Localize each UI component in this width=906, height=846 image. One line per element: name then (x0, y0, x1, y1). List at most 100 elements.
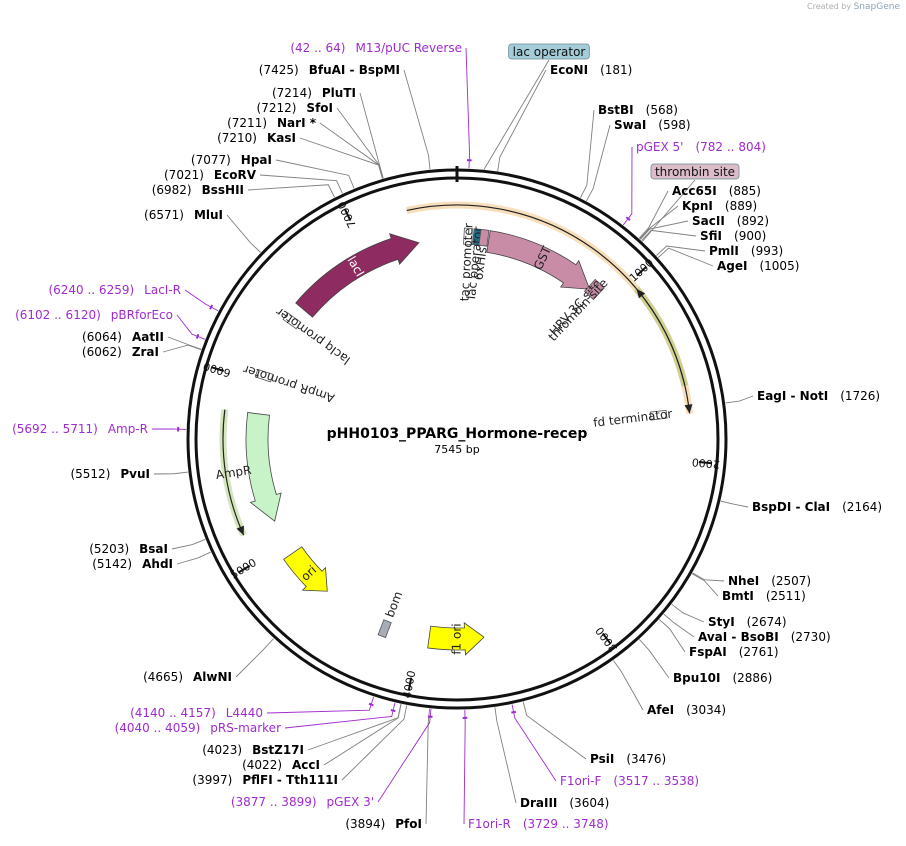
enzyme-site-alwni[interactable]: AlwNI(4665) (143, 670, 232, 684)
enzyme-site-bfuai-bspmi[interactable]: BfuAI - BspMI(7425) (259, 63, 400, 77)
feature-thrombin-site[interactable] (586, 281, 605, 301)
primer-f1ori-r[interactable]: F1ori-R(3729 .. 3748) (468, 817, 609, 831)
leader-line (639, 220, 689, 240)
primer-laci-r[interactable]: LacI-R(6240 .. 6259) (48, 283, 181, 297)
feature-ampr[interactable] (245, 412, 282, 522)
credit-prefix: Created by (807, 2, 852, 11)
leader-line (671, 603, 705, 623)
enzyme-position: (598) (658, 118, 690, 132)
feature-label-fd-terminator: fd terminator (593, 407, 674, 430)
enzyme-site-nhei[interactable]: NheI(2507) (728, 574, 811, 588)
primer-l4440[interactable]: L4440(4140 .. 4157) (130, 706, 263, 720)
backbone (186, 166, 728, 710)
enzyme-site-pflfi-tth111i[interactable]: PflFI - Tth111I(3997) (192, 773, 338, 787)
enzyme-site-pfoi[interactable]: PfoI(3894) (345, 817, 422, 831)
enzyme-site-acci[interactable]: AccI(4022) (242, 758, 320, 772)
snapgene-credit: Created by SnapGene (807, 2, 900, 12)
primer-pgex-3[interactable]: pGEX 3'(3877 .. 3899) (231, 795, 374, 809)
enzyme-site-agei[interactable]: AgeI(1005) (717, 259, 799, 273)
leader-line (658, 619, 686, 653)
leader-line (639, 205, 679, 240)
enzyme-site-bstz17i[interactable]: BstZ17I(4023) (202, 743, 304, 757)
enzyme-site-sfoi[interactable]: SfoI(7212) (257, 101, 333, 115)
primer-amp-r[interactable]: Amp-R(5692 .. 5711) (12, 422, 148, 436)
enzyme-site-pmli[interactable]: PmlI(993) (709, 244, 783, 258)
primer-prs-marker[interactable]: pRS-marker(4040 .. 4059) (115, 721, 281, 735)
enzyme-site-bspdi-clai[interactable]: BspDI - ClaI(2164) (752, 500, 882, 514)
enzyme-site-sacii[interactable]: SacII(892) (692, 214, 769, 228)
enzyme-name: AatII (132, 330, 164, 344)
enzyme-position: (3476) (626, 752, 666, 766)
enzyme-site-hpai[interactable]: HpaI (7077) (191, 153, 272, 167)
feature-ampr-promoter[interactable] (254, 368, 274, 383)
enzyme-site-acc65i[interactable]: Acc65I(885) (672, 184, 761, 198)
enzyme-site-bstbi[interactable]: BstBI (568) (598, 103, 678, 117)
leader-line (176, 551, 211, 565)
enzyme-site-eagi-noti[interactable]: EagI - NotI(1726) (757, 389, 880, 403)
enzyme-name: AvaI - BsoBI (698, 630, 779, 644)
enzyme-site-kpni[interactable]: KpnI(889) (682, 199, 757, 213)
enzyme-site-draiii[interactable]: DraIII(3604) (520, 796, 609, 810)
enzyme-name: AhdI (142, 557, 173, 571)
feature-6xhis[interactable] (478, 228, 490, 247)
enzyme-site-ecorv[interactable]: EcoRV(7021) (164, 168, 257, 182)
leader-line (483, 59, 550, 170)
enzyme-name: MluI (194, 208, 223, 222)
leader-line (725, 395, 754, 404)
enzyme-site-afei[interactable]: AfeI(3034) (647, 703, 726, 717)
enzyme-position: (7077) (191, 153, 231, 167)
enzyme-name: SacII (692, 214, 725, 228)
primer-pgex-5[interactable]: pGEX 5'(782 .. 804) (636, 140, 766, 154)
enzyme-site-kasi[interactable]: KasI(7210) (217, 131, 296, 145)
enzyme-site-zrai[interactable]: ZraI(6062) (82, 345, 159, 359)
enzyme-site-swai[interactable]: SwaI(598) (614, 118, 691, 132)
enzyme-site-nari[interactable]: NarI *(7211) (227, 116, 317, 130)
primer-pbrforeco[interactable]: pBRforEco(6102 .. 6120) (15, 308, 173, 322)
enzyme-position: (568) (646, 103, 678, 117)
primer-m13-puc-reverse[interactable]: M13/pUC Reverse(42 .. 64) (290, 41, 462, 55)
feature-tac-promoter[interactable] (463, 227, 473, 245)
primer-name: M13/pUC Reverse (356, 41, 463, 55)
enzyme-site-mlui[interactable]: MluI(6571) (144, 208, 223, 222)
enzyme-site-bpu10i[interactable]: Bpu10I(2886) (673, 671, 772, 685)
leader-line (425, 708, 431, 825)
feature-laciq-promoter[interactable] (282, 312, 302, 330)
enzyme-site-econi[interactable]: EcoNI(181) (550, 63, 632, 77)
feature-fd-terminator[interactable] (649, 409, 668, 421)
enzyme-site-psii[interactable]: PsiI(3476) (590, 752, 666, 766)
enzyme-site-pluti[interactable]: PluTI(7214) (272, 86, 356, 100)
enzyme-position: (3034) (686, 703, 726, 717)
enzyme-site-fspai[interactable]: FspAI(2761) (689, 645, 779, 659)
feature-ori[interactable] (283, 546, 328, 592)
primer-name: Amp-R (108, 422, 148, 436)
primer-name: pGEX 3' (327, 795, 374, 809)
enzyme-position: (6062) (82, 345, 122, 359)
callout-label: thrombin site (655, 165, 735, 179)
feature-laci[interactable] (295, 233, 420, 318)
enzyme-site-avai-bsobi[interactable]: AvaI - BsoBI(2730) (698, 630, 831, 644)
tick-label: 2000 (691, 455, 720, 471)
enzyme-site-bsai[interactable]: BsaI(5203) (89, 542, 168, 556)
enzyme-name: BstBI (598, 103, 634, 117)
enzyme-site-ahdi[interactable]: AhdI(5142) (92, 557, 173, 571)
feature-f1-ori[interactable] (427, 622, 485, 656)
feature-gst[interactable] (486, 230, 591, 290)
enzyme-site-bmti[interactable]: BmtI(2511) (722, 589, 806, 603)
enzyme-site-styi[interactable]: StyI(2674) (708, 615, 787, 629)
enzyme-name: HpaI (241, 153, 272, 167)
callout-thrombin-site[interactable]: thrombin site (650, 163, 740, 180)
enzyme-site-sfii[interactable]: SfiI(900) (700, 229, 766, 243)
callout-lac-operator[interactable]: lac operator (508, 43, 590, 60)
leader-line (235, 638, 274, 678)
primer-f1ori-f[interactable]: F1ori-F(3517 .. 3538) (560, 774, 699, 788)
tick-mark (601, 632, 612, 645)
enzyme-site-aatii[interactable]: AatII(6064) (82, 330, 164, 344)
enzyme-name: AlwNI (193, 670, 232, 684)
enzyme-site-pvui[interactable]: PvuI(5512) (70, 467, 150, 481)
feature-bom[interactable] (377, 619, 392, 639)
enzyme-position: (2507) (771, 574, 811, 588)
enzyme-name: SfoI (306, 101, 333, 115)
enzyme-site-bsshii[interactable]: BssHII(6982) (152, 183, 244, 197)
enzyme-name: AccI (292, 758, 320, 772)
